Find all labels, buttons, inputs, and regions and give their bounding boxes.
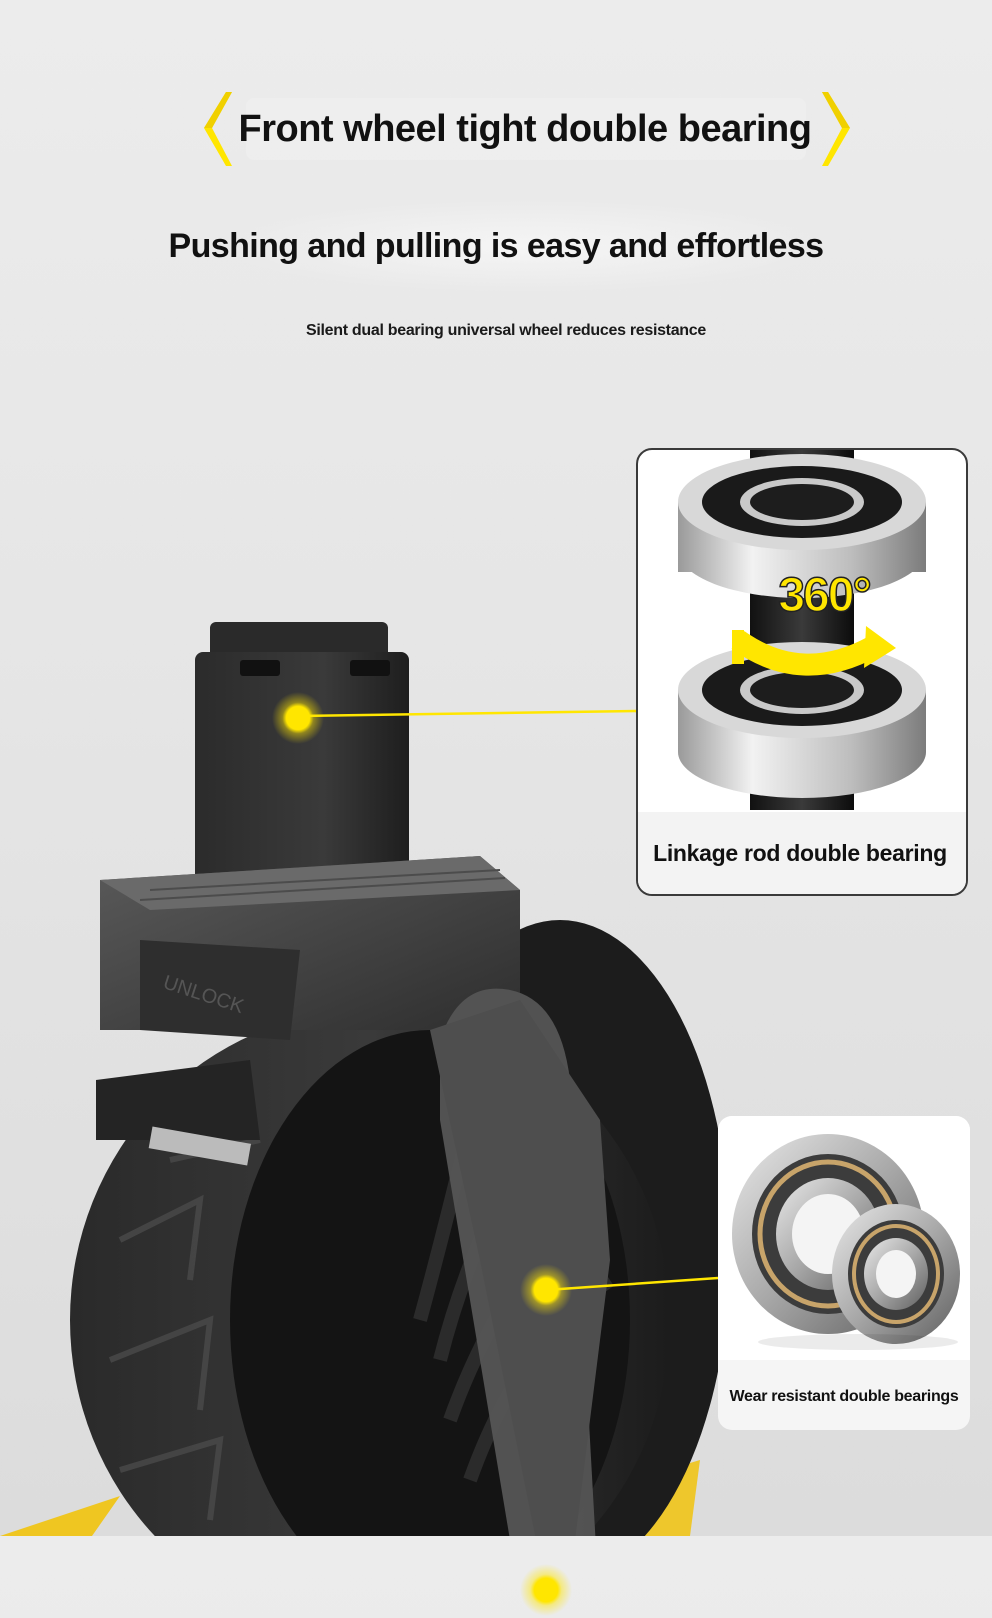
card-footer	[638, 812, 966, 894]
linkage-bearing-image	[678, 450, 926, 810]
marker-dot-axle	[520, 1264, 572, 1316]
chevron-left-icon	[204, 92, 232, 166]
wear-bearing-image	[718, 1116, 970, 1360]
subtitle-highlight	[220, 200, 830, 292]
heading-section: Front wheel tight double bearing	[0, 90, 992, 170]
marker-dot-top	[272, 692, 324, 744]
rotation-badge: 360°	[778, 568, 873, 623]
subtitle: Pushing and pulling is easy and effortle…	[168, 227, 825, 265]
linkage-rod-label: Linkage rod double bearing	[653, 840, 947, 866]
linkage-rod-card: 360° Linkage rod double bearing	[636, 448, 968, 896]
chevron-right-icon	[822, 92, 850, 166]
wear-bearing-card: Wear resistant double bearings	[718, 1116, 970, 1430]
caster-wheel-image: UNLOCK	[0, 622, 730, 1536]
page-title: Front wheel tight double bearing	[238, 108, 812, 150]
axle-callout-line	[545, 1276, 719, 1292]
callout-lines	[297, 709, 637, 718]
wear-bearing-label: Wear resistant double bearings	[729, 1388, 959, 1405]
title-highlight	[246, 98, 806, 160]
caption: Silent dual bearing universal wheel redu…	[306, 322, 706, 339]
